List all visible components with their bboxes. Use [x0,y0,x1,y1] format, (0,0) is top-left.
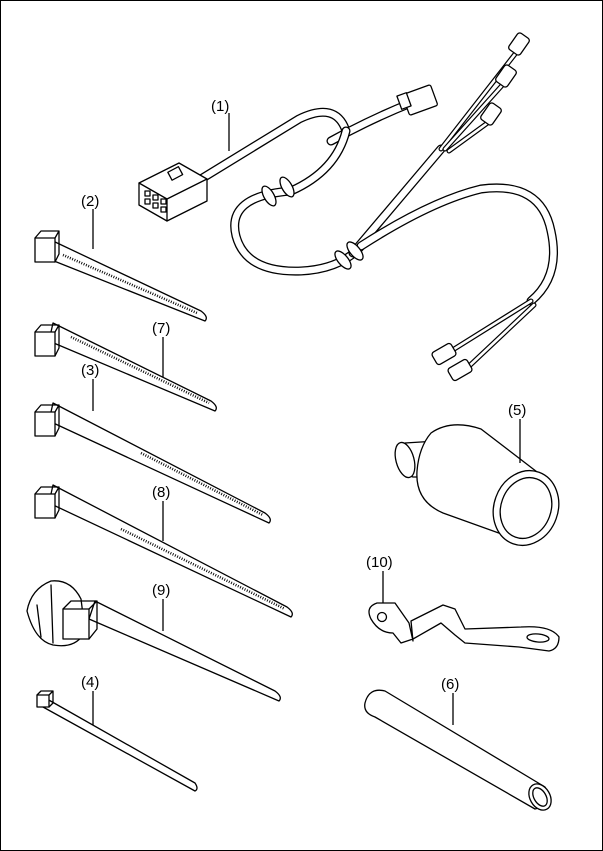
part-9-label: (9) [152,582,170,599]
part-3-label: (3) [81,362,99,379]
part-10-label: (10) [366,554,393,571]
part-7-cable-tie: (7) [34,320,217,412]
part-6-label: (6) [441,676,459,693]
part-6-tube: (6) [364,676,552,811]
part-3-cable-tie: (3) [34,362,271,524]
part-4-small-cable-tie: (4) [36,674,198,792]
part-2-cable-tie: (2) [34,193,207,322]
part-8-label: (8) [152,484,170,501]
part-10-bracket: (10) [366,554,560,652]
part-4-label: (4) [81,674,99,691]
part-2-label: (2) [81,193,99,210]
part-9-clip-cable-tie: (9) [26,580,281,702]
part-5-label: (5) [508,402,526,419]
part-8-cable-tie: (8) [34,484,293,618]
part-1-wire-harness: (1) [138,32,558,382]
part-1-label: (1) [211,98,229,115]
part-5-cap: (5) [394,402,560,546]
part-7-label: (7) [152,320,170,337]
